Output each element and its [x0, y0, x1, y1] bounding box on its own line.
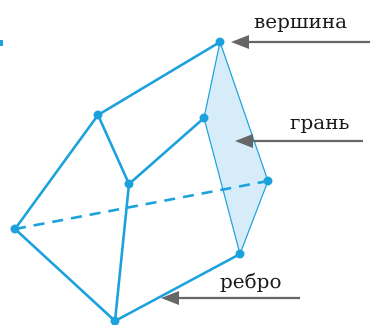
edge-bottom — [113, 252, 242, 323]
pointers — [161, 35, 370, 305]
corner-mark — [0, 40, 3, 46]
face-label: грань — [290, 110, 350, 134]
edge-left-lower — [13, 227, 117, 323]
edge-top — [96, 40, 222, 117]
vertex-pointer-arrowhead — [231, 35, 249, 49]
vertex-dot — [199, 113, 209, 123]
vertex-dot — [124, 179, 134, 189]
vertex-label: вершина — [254, 9, 347, 33]
vertex-dot — [93, 110, 103, 120]
vertex-dot — [215, 37, 225, 47]
edge-left-upper — [13, 113, 100, 231]
edge-center-right — [127, 116, 206, 186]
face-pointer-arrowhead — [235, 134, 253, 148]
edge-center-up — [96, 113, 131, 186]
edge-center-down — [113, 182, 131, 323]
visible-edges — [13, 40, 242, 323]
vertex-dot — [235, 249, 245, 259]
edge-pointer-arrowhead — [161, 291, 179, 305]
hidden-edge — [14, 179, 269, 231]
edge-label: ребро — [220, 269, 282, 293]
vertex-dot — [263, 176, 273, 186]
vertex-dot — [10, 224, 20, 234]
face-shaded — [203, 39, 269, 256]
vertices — [10, 37, 273, 325]
vertex-dot — [110, 316, 120, 325]
